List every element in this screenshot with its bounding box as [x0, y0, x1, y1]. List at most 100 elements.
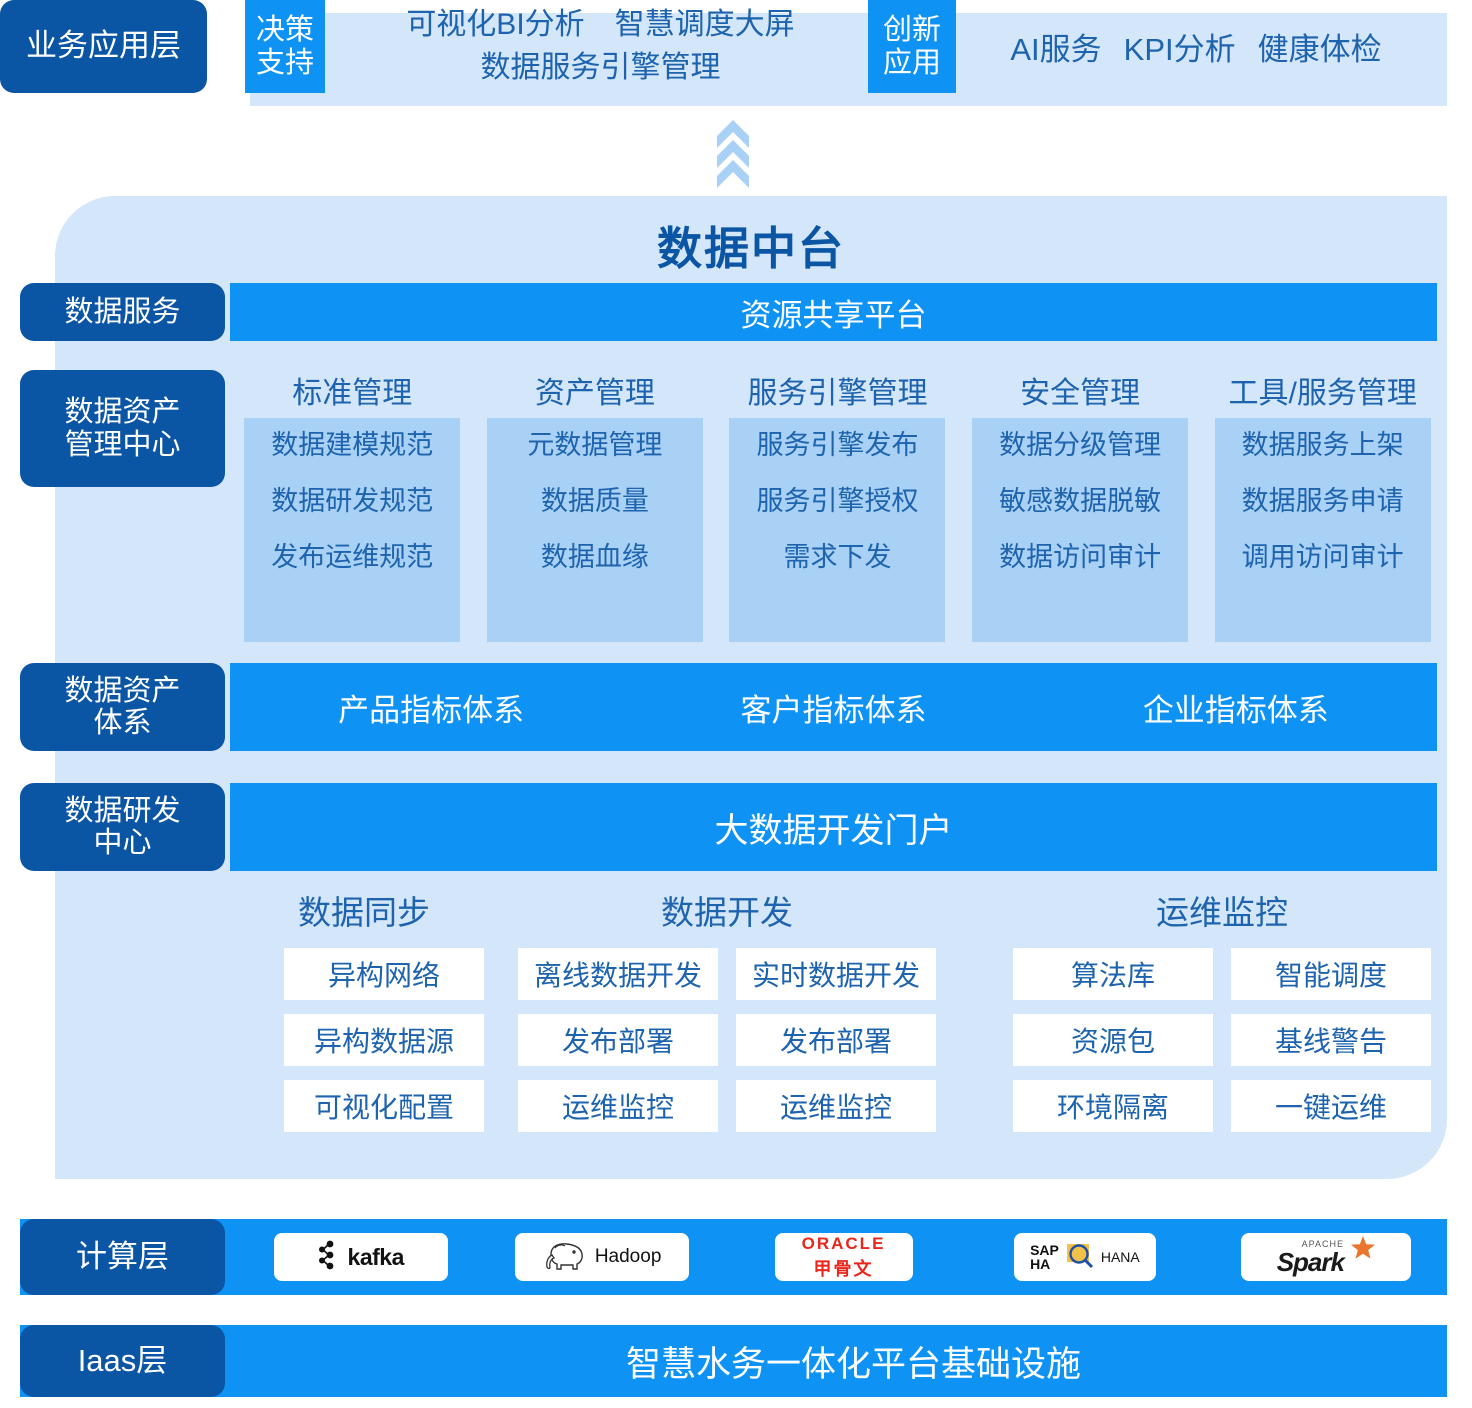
elephant-icon	[543, 1238, 589, 1277]
data-asset-system-bar: 产品指标体系 客户指标体系 企业指标体系	[230, 663, 1437, 751]
asset-item[interactable]: 服务引擎授权	[756, 486, 919, 516]
group-column: 实时数据开发 发布部署 运维监控	[736, 948, 936, 1132]
asset-system-item[interactable]: 企业指标体系	[1142, 692, 1329, 728]
logo-slot: Hadoop	[481, 1233, 722, 1281]
asset-item[interactable]: 数据分级管理	[999, 430, 1162, 460]
decision-support-line-2: 支持	[255, 46, 314, 79]
chip[interactable]: 异构数据源	[284, 1014, 484, 1066]
innovation-item: AI服务	[1010, 32, 1102, 67]
innovation-item: KPI分析	[1123, 32, 1236, 67]
hadoop-logo-card[interactable]: Hadoop	[515, 1233, 690, 1281]
asset-item[interactable]: 元数据管理	[527, 430, 663, 460]
asset-column-tool-service-management: 工具/服务管理 数据服务上架 数据服务申请 调用访问审计	[1205, 368, 1440, 643]
sap-logo-text-bottom: HA	[1030, 1256, 1051, 1272]
group-ops-monitoring: 运维监控 算法库 资源包 环境隔离 智能调度 基线警告 一键运维	[1007, 886, 1437, 1132]
chip[interactable]: 一键运维	[1231, 1080, 1431, 1132]
asset-column-title: 安全管理	[1020, 377, 1141, 410]
innovation-application-badge[interactable]: 创新 应用	[868, 0, 956, 93]
asset-column-body: 数据建模规范 数据研发规范 发布运维规范	[244, 418, 461, 642]
asset-column-standard-management: 标准管理 数据建模规范 数据研发规范 发布运维规范	[235, 368, 470, 643]
compute-layer-bar	[20, 1219, 1447, 1295]
up-chevrons-icon	[716, 118, 750, 190]
chip[interactable]: 实时数据开发	[736, 948, 936, 1000]
asset-column-asset-management: 资产管理 元数据管理 数据质量 数据血缘	[478, 368, 713, 643]
chip[interactable]: 基线警告	[1231, 1014, 1431, 1066]
asset-item[interactable]: 调用访问审计	[1241, 542, 1404, 572]
iaas-layer-label: Iaas层	[20, 1325, 225, 1397]
asset-item[interactable]: 数据质量	[540, 486, 649, 516]
page-title: 数据中台	[656, 223, 845, 274]
spark-wordmark: APACHE Spark	[1277, 1239, 1345, 1275]
business-application-layer-label: 业务应用层	[0, 0, 207, 93]
logo-slot: ORACLE 甲骨文	[723, 1233, 964, 1281]
hadoop-logo-text: Hadoop	[594, 1246, 662, 1267]
oracle-logo-card[interactable]: ORACLE 甲骨文	[774, 1233, 913, 1281]
decision-support-items-line-2: 数据服务引擎管理	[480, 50, 721, 84]
asset-system-label-line-2: 体系	[93, 707, 152, 739]
sap-hana-logo-card[interactable]: SAP HA HANA	[1013, 1233, 1156, 1281]
data-asset-management-center-label: 数据资产 管理中心	[20, 370, 225, 487]
chip[interactable]: 资源包	[1013, 1014, 1213, 1066]
kafka-logo-card[interactable]: kafka	[273, 1233, 448, 1281]
kafka-logo-text: kafka	[347, 1243, 405, 1270]
chip[interactable]: 异构网络	[284, 948, 484, 1000]
asset-column-title: 标准管理	[292, 377, 413, 410]
logo-slot: kafka	[240, 1233, 481, 1281]
oracle-logo-text-cn: 甲骨文	[813, 1258, 874, 1279]
asset-item[interactable]: 数据建模规范	[271, 430, 434, 460]
innovation-item: 健康体检	[1257, 32, 1382, 67]
chip[interactable]: 发布部署	[736, 1014, 936, 1066]
iaas-layer-text: 智慧水务一体化平台基础设施	[625, 1344, 1081, 1384]
chip[interactable]: 环境隔离	[1013, 1080, 1213, 1132]
asset-item[interactable]: 敏感数据脱敏	[999, 486, 1162, 516]
asset-item[interactable]: 数据研发规范	[271, 486, 434, 516]
sap-logo-text-top: SAP	[1030, 1242, 1059, 1258]
compute-layer-label: 计算层	[20, 1219, 225, 1295]
chip[interactable]: 可视化配置	[284, 1080, 484, 1132]
innovation-application-line-1: 创新	[882, 14, 941, 47]
iaas-layer-bar: 智慧水务一体化平台基础设施	[20, 1325, 1447, 1397]
rd-center-label-line-1: 数据研发	[64, 794, 181, 827]
asset-item[interactable]: 数据血缘	[540, 542, 649, 572]
chip[interactable]: 智能调度	[1231, 948, 1431, 1000]
asset-item[interactable]: 数据访问审计	[999, 542, 1162, 572]
asset-item[interactable]: 服务引擎发布	[756, 430, 919, 460]
chip[interactable]: 离线数据开发	[518, 948, 718, 1000]
group-column: 智能调度 基线警告 一键运维	[1231, 948, 1431, 1132]
kafka-icon	[318, 1240, 342, 1275]
asset-column-title: 服务引擎管理	[747, 377, 928, 410]
chip[interactable]: 运维监控	[736, 1080, 936, 1132]
group-data-sync: 数据同步 异构网络 异构数据源 可视化配置	[254, 886, 514, 1132]
asset-center-label-line-1: 数据资产	[64, 396, 181, 429]
group-column: 离线数据开发 发布部署 运维监控	[518, 948, 718, 1132]
asset-item[interactable]: 需求下发	[783, 542, 892, 572]
asset-item[interactable]: 数据服务申请	[1241, 486, 1404, 516]
asset-system-item[interactable]: 产品指标体系	[338, 692, 525, 728]
asset-system-item[interactable]: 客户指标体系	[740, 692, 927, 728]
innovation-application-line-2: 应用	[882, 46, 941, 79]
group-column: 算法库 资源包 环境隔离	[1013, 948, 1213, 1132]
chip[interactable]: 运维监控	[518, 1080, 718, 1132]
asset-column-title: 工具/服务管理	[1228, 377, 1417, 410]
data-rd-center-label: 数据研发 中心	[20, 783, 225, 871]
business-application-row	[20, 13, 1447, 106]
asset-column-service-engine-management: 服务引擎管理 服务引擎发布 服务引擎授权 需求下发	[720, 368, 955, 643]
asset-column-security-management: 安全管理 数据分级管理 敏感数据脱敏 数据访问审计	[963, 368, 1198, 643]
asset-item[interactable]: 数据服务上架	[1241, 430, 1404, 460]
apache-spark-logo-card[interactable]: APACHE Spark	[1241, 1233, 1412, 1281]
asset-item[interactable]: 发布运维规范	[271, 542, 434, 572]
group-data-development: 数据开发 离线数据开发 发布部署 运维监控 实时数据开发 发布部署 运维监控	[512, 886, 942, 1132]
resource-sharing-platform-bar: 资源共享平台	[230, 283, 1437, 341]
oracle-logo-text-en: ORACLE	[801, 1233, 886, 1253]
asset-column-title: 资产管理	[534, 377, 655, 410]
asset-system-label-line-1: 数据资产	[64, 674, 181, 707]
group-title: 数据开发	[661, 894, 793, 931]
asset-column-body: 元数据管理 数据质量 数据血缘	[486, 418, 703, 642]
chip[interactable]: 算法库	[1013, 948, 1213, 1000]
chip[interactable]: 发布部署	[518, 1014, 718, 1066]
asset-column-body: 服务引擎发布 服务引擎授权 需求下发	[729, 418, 946, 642]
logo-slot: SAP HA HANA	[964, 1233, 1205, 1281]
asset-center-columns: 标准管理 数据建模规范 数据研发规范 发布运维规范 资产管理 元数据管理 数据质…	[235, 368, 1440, 643]
decision-support-badge[interactable]: 决策 支持	[245, 0, 325, 93]
hana-logo-text: HANA	[1100, 1249, 1140, 1265]
